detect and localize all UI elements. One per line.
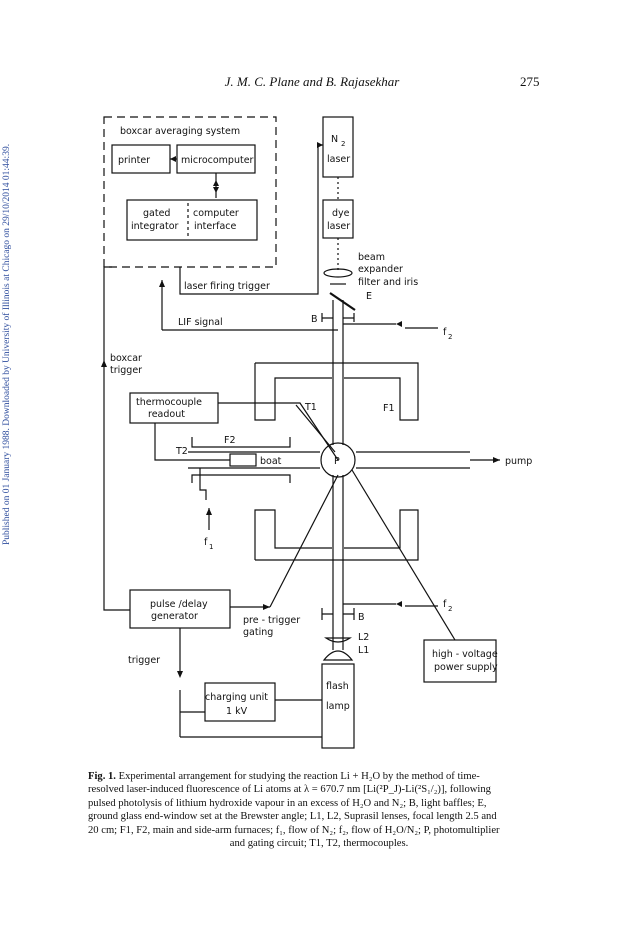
- caption-line-5: 20 cm; F1, F2, main and side-arm furnace…: [88, 824, 500, 836]
- label-integrator: integrator: [131, 221, 179, 232]
- label-flash: flash: [326, 681, 349, 692]
- label-n2-laser: laser: [327, 154, 350, 165]
- caption-line-2: resolved laser-induced fluorescence of L…: [88, 784, 491, 796]
- label-f2-top-sub: 2: [448, 333, 452, 341]
- label-gated: gated: [143, 208, 170, 219]
- label-e: E: [366, 291, 372, 302]
- label-f1: F1: [383, 403, 395, 414]
- label-computer: computer: [193, 208, 239, 219]
- label-f2: F2: [224, 435, 236, 446]
- label-f1-flow-sub: 1: [209, 543, 213, 551]
- thermocouple-readout-box: [129, 392, 219, 424]
- label-boxcar-trigger: trigger: [110, 365, 142, 376]
- caption-fig-label: Fig. 1.: [88, 771, 116, 782]
- label-t1: T1: [304, 402, 317, 413]
- label-pre-trigger: pre - trigger: [243, 615, 300, 626]
- page-number: 275: [520, 74, 540, 89]
- label-charging-unit: charging unit: [205, 692, 268, 703]
- label-boxcar: boxcar: [110, 353, 142, 364]
- flash-lamp-box: [321, 663, 355, 749]
- label-laser-firing: laser firing trigger: [184, 281, 270, 292]
- experimental-apparatus-diagram: boxcar averaging system printer microcom…: [101, 116, 532, 749]
- charging-unit-box: [204, 682, 276, 722]
- label-f2-top: f: [443, 327, 447, 338]
- label-dye: dye: [332, 208, 350, 219]
- label-dye-laser: laser: [327, 221, 350, 232]
- lens-l1: [322, 650, 354, 661]
- label-pump: pump: [505, 456, 532, 467]
- label-filter-iris: filter and iris: [358, 277, 418, 288]
- label-1kv: 1 kV: [226, 706, 248, 717]
- photomultiplier-p: [320, 442, 356, 478]
- figure-caption: Fig. 1. Experimental arrangement for stu…: [88, 770, 550, 850]
- label-expander: expander: [358, 264, 403, 275]
- gated-integrator-box: [126, 199, 258, 241]
- label-boxcar-system: boxcar averaging system: [120, 126, 240, 137]
- caption-line-1-text: Experimental arrangement for studying th…: [118, 771, 480, 782]
- label-pulse-delay: pulse /delay: [150, 599, 208, 610]
- label-boat: boat: [260, 456, 282, 467]
- label-thermocouple: thermocouple: [136, 397, 202, 408]
- label-f1-flow: f: [204, 537, 208, 548]
- caption-line-3: pulsed photolysis of lithium hydroxide v…: [88, 797, 487, 809]
- label-lif-signal: LIF signal: [178, 317, 223, 328]
- label-interface: interface: [194, 221, 237, 232]
- high-voltage-supply-box: [423, 639, 497, 683]
- dye-laser-box: [322, 199, 354, 239]
- label-f2-bottom: f: [443, 599, 447, 610]
- label-lamp: lamp: [326, 701, 350, 712]
- label-l1: L1: [358, 645, 369, 656]
- label-f2-bottom-sub: 2: [448, 605, 452, 613]
- caption-line-1: Fig. 1. Experimental arrangement for stu…: [88, 770, 550, 783]
- label-power-supply: power supply: [434, 662, 498, 673]
- label-printer: printer: [118, 155, 150, 166]
- label-n2: N: [331, 134, 338, 145]
- caption-line-4: ground glass end-window set at the Brews…: [88, 811, 497, 823]
- label-readout: readout: [148, 409, 185, 420]
- label-microcomputer: microcomputer: [181, 155, 254, 166]
- label-l2: L2: [358, 632, 369, 643]
- label-trigger-bottom: trigger: [128, 655, 160, 666]
- lens-l2: [324, 637, 352, 643]
- running-header-authors: J. M. C. Plane and B. Rajasekhar: [224, 74, 400, 89]
- label-beam: beam: [358, 252, 385, 263]
- label-gating: gating: [243, 627, 273, 638]
- beam-expander-lens: [323, 268, 353, 278]
- boxcar-trigger-line: [103, 266, 130, 611]
- caption-line-6: and gating circuit; T1, T2, thermocouple…: [229, 838, 409, 850]
- label-t2: T2: [175, 446, 188, 457]
- n2-laser-box: [322, 116, 354, 178]
- label-high-voltage: high - voltage: [432, 649, 498, 660]
- label-n2-sub: 2: [341, 140, 345, 148]
- boat: [229, 453, 257, 467]
- laser-firing-trigger-line: [179, 144, 323, 295]
- label-b-top: B: [311, 314, 318, 325]
- label-generator: generator: [151, 611, 198, 622]
- label-p: P: [334, 456, 340, 467]
- label-b-bottom: B: [358, 612, 365, 623]
- boxcar-enclosure: [103, 116, 277, 268]
